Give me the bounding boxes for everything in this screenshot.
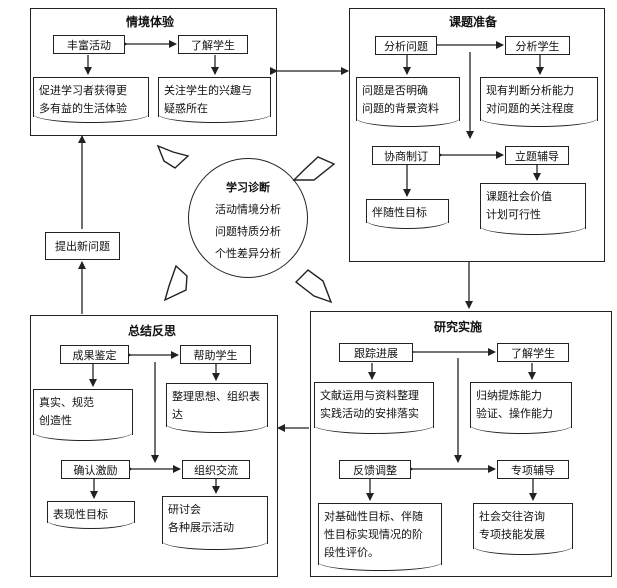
doc-line: 专项技能发展 bbox=[479, 528, 545, 541]
doc-line: 整理思想、组织表 bbox=[172, 390, 260, 403]
doc-line: 验证、操作能力 bbox=[476, 407, 553, 420]
help-students-box: 帮助学生 bbox=[180, 345, 251, 364]
doc-line: 归纳提炼能力 bbox=[476, 389, 542, 402]
block-arrow-lower-left bbox=[163, 264, 188, 302]
feedback-adjust-box: 反馈调整 bbox=[339, 460, 411, 479]
learning-diagnosis-circle: 学习诊断 活动情境分析 问题特质分析 个性差异分析 bbox=[188, 158, 308, 278]
doc-line: 真实、规范 bbox=[39, 396, 94, 409]
doc-line: 创造性 bbox=[39, 414, 72, 427]
doc-line: 课题社会价值 bbox=[486, 190, 552, 203]
implementation-frame bbox=[310, 311, 612, 577]
block-arrow-lower-right bbox=[294, 269, 333, 304]
summary-doc-confirm: 表现性目标 bbox=[47, 501, 135, 529]
doc-line: 达 bbox=[172, 408, 183, 421]
negotiate-box: 协商制订 bbox=[372, 146, 440, 165]
doc-line: 伴随性目标 bbox=[372, 206, 427, 219]
implementation-doc-track: 文献运用与资料整理 实践活动的安排落实 bbox=[314, 382, 434, 434]
enrich-activities-box: 丰富活动 bbox=[53, 35, 125, 54]
preparation-doc-negotiate: 伴随性目标 bbox=[366, 199, 449, 229]
preparation-doc-left: 问题是否明确 问题的背景资料 bbox=[356, 77, 460, 127]
confirm-motivate-box: 确认激励 bbox=[61, 460, 130, 479]
block-arrow-upper-left bbox=[156, 144, 190, 169]
diagnosis-item: 活动情境分析 bbox=[215, 203, 281, 216]
doc-line: 社会交往咨询 bbox=[479, 510, 545, 523]
new-question-box: 提出新问题 bbox=[45, 232, 120, 260]
organize-exchange-box: 组织交流 bbox=[182, 460, 250, 479]
doc-line: 性目标实现情况的阶 bbox=[324, 528, 423, 541]
topic-guidance-box: 立题辅导 bbox=[505, 146, 569, 165]
doc-line: 问题是否明确 bbox=[362, 84, 428, 97]
implementation-doc-know: 归纳提炼能力 验证、操作能力 bbox=[470, 382, 572, 434]
diagnosis-item: 问题特质分析 bbox=[215, 225, 281, 238]
doc-line: 关注学生的兴趣与 bbox=[164, 84, 252, 97]
implementation-title: 研究实施 bbox=[434, 320, 483, 334]
doc-line: 疑惑所在 bbox=[164, 102, 208, 115]
preparation-frame bbox=[349, 8, 605, 262]
experience-frame bbox=[30, 8, 277, 136]
implementation-know-students-box: 了解学生 bbox=[497, 343, 569, 362]
know-students-box: 了解学生 bbox=[178, 35, 248, 54]
summary-title: 总结反思 bbox=[128, 324, 177, 338]
experience-title: 情境体验 bbox=[126, 15, 175, 29]
summary-doc-exchange: 研讨会 各种展示活动 bbox=[162, 496, 268, 550]
analyze-students-box: 分析学生 bbox=[505, 36, 570, 55]
summary-doc-assess: 真实、规范 创造性 bbox=[33, 389, 133, 441]
doc-line: 研讨会 bbox=[168, 503, 201, 516]
block-arrow-upper-right bbox=[292, 156, 336, 181]
doc-line: 现有判断分析能力 bbox=[486, 84, 574, 97]
doc-line: 多有益的生活体验 bbox=[39, 102, 127, 115]
doc-line: 对问题的关注程度 bbox=[486, 102, 574, 115]
doc-line: 段性评价。 bbox=[324, 546, 379, 559]
experience-doc-right: 关注学生的兴趣与 疑惑所在 bbox=[158, 77, 271, 123]
summary-frame bbox=[30, 315, 278, 577]
diagnosis-item: 个性差异分析 bbox=[215, 247, 281, 260]
doc-line: 各种展示活动 bbox=[168, 521, 234, 534]
analyze-problem-box: 分析问题 bbox=[375, 36, 437, 55]
special-guidance-box: 专项辅导 bbox=[497, 460, 569, 479]
doc-line: 促进学习者获得更 bbox=[39, 84, 127, 97]
doc-line: 计划可行性 bbox=[486, 208, 541, 221]
summary-doc-help: 整理思想、组织表 达 bbox=[166, 383, 268, 433]
diagnosis-title: 学习诊断 bbox=[226, 181, 270, 194]
doc-line: 问题的背景资料 bbox=[362, 102, 439, 115]
implementation-doc-special: 社会交往咨询 专项技能发展 bbox=[473, 503, 573, 555]
doc-line: 实践活动的安排落实 bbox=[320, 407, 419, 420]
doc-line: 表现性目标 bbox=[53, 508, 108, 521]
doc-line: 文献运用与资料整理 bbox=[320, 389, 419, 402]
track-progress-box: 跟踪进展 bbox=[339, 343, 413, 362]
preparation-doc-guide: 课题社会价值 计划可行性 bbox=[480, 183, 586, 235]
preparation-title: 课题准备 bbox=[449, 15, 498, 29]
result-assessment-box: 成果鉴定 bbox=[60, 345, 129, 364]
experience-doc-left: 促进学习者获得更 多有益的生活体验 bbox=[33, 77, 149, 123]
implementation-doc-feedback: 对基础性目标、伴随 性目标实现情况的阶 段性评价。 bbox=[318, 503, 442, 571]
preparation-doc-right: 现有判断分析能力 对问题的关注程度 bbox=[480, 77, 598, 127]
doc-line: 对基础性目标、伴随 bbox=[324, 510, 423, 523]
